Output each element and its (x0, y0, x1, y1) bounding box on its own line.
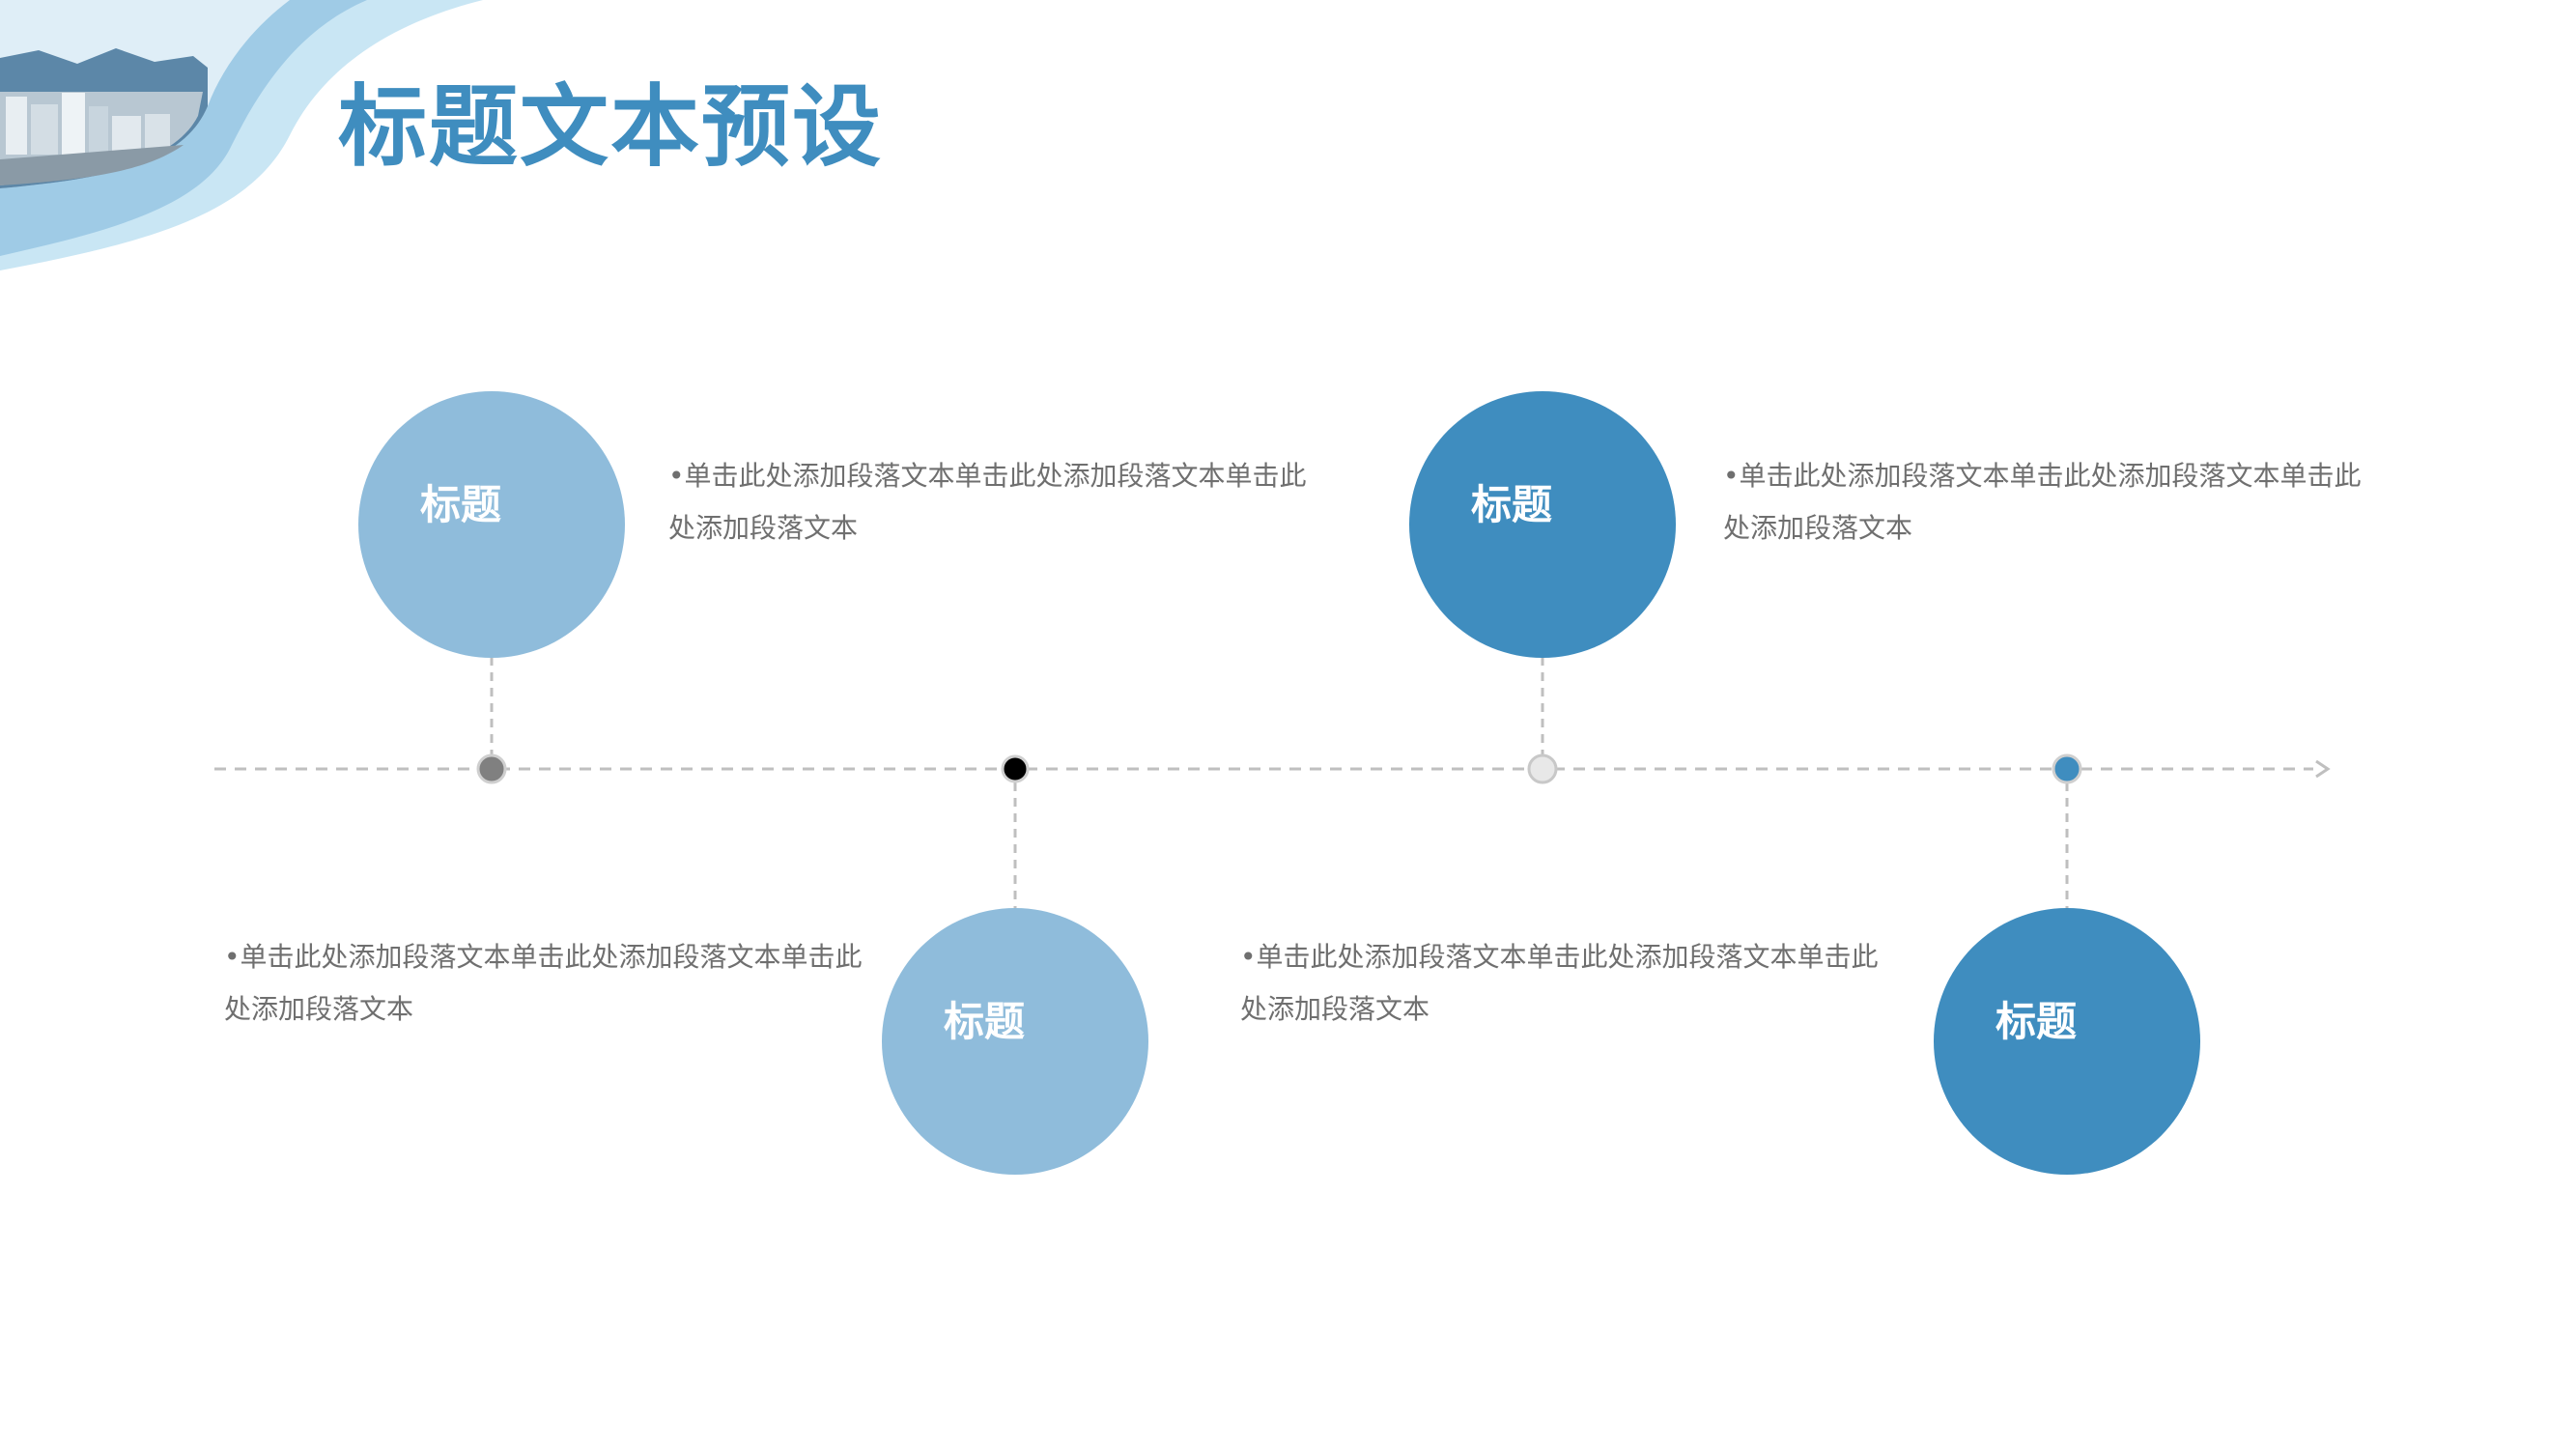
timeline-node-4-label: 标题 (1996, 998, 2078, 1045)
timeline-node-2-text: •单击此处添加段落文本单击此处添加段落文本单击此处添加段落文本 (224, 941, 863, 1025)
corner-wave-image (0, 0, 483, 270)
timeline-node-3-circle: 标题 (1409, 391, 1676, 658)
timeline-node-1-text: •单击此处添加段落文本单击此处添加段落文本单击此处添加段落文本 (668, 460, 1307, 544)
timeline-node-2-circle: 标题 (882, 908, 1148, 1175)
timeline-dot-1 (476, 753, 507, 784)
timeline-dot-3 (1527, 753, 1558, 784)
timeline-arrow-head (2315, 759, 2331, 779)
timeline-node-3-text: •单击此处添加段落文本单击此处添加段落文本单击此处添加段落文本 (1723, 460, 2362, 544)
timeline-node-1-circle: 标题 (358, 391, 625, 658)
timeline-node-4-text: •单击此处添加段落文本单击此处添加段落文本单击此处添加段落文本 (1240, 941, 1879, 1025)
timeline-node-1-label: 标题 (420, 481, 502, 528)
timeline-node-4-circle: 标题 (1934, 908, 2200, 1175)
timeline-dot-2 (1001, 754, 1030, 783)
timeline-dot-4 (2052, 753, 2082, 784)
timeline-node-3-label: 标题 (1471, 481, 1553, 528)
timeline-node-2-label: 标题 (944, 998, 1026, 1045)
page-title: 标题文本预设 (338, 75, 884, 179)
